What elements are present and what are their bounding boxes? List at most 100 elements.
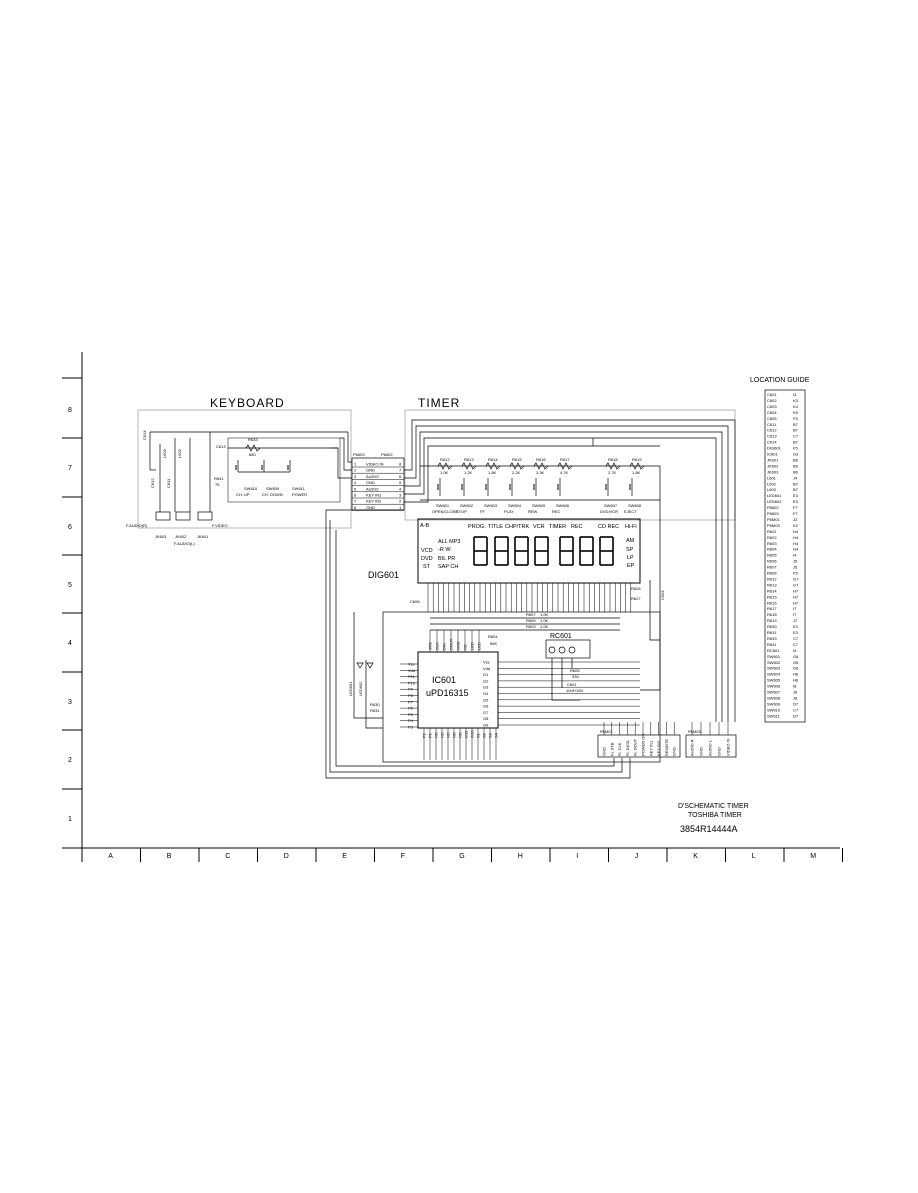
timer-resistor-ref: R616 xyxy=(536,457,546,462)
location-entry-ref: SW602 xyxy=(767,660,781,665)
location-entry-ref: SW609 xyxy=(767,701,781,706)
ic-left-pin-label: Vdd xyxy=(408,668,415,673)
l603-label: L603 xyxy=(162,448,167,458)
conn-pin-num-right: 7 xyxy=(399,468,402,473)
location-entry-grid: J5 xyxy=(793,565,798,570)
timer-resistor-ref: R618 xyxy=(608,457,618,462)
conn-pin-num-left: 1 xyxy=(354,462,357,467)
location-entry-grid: H4 xyxy=(793,541,799,546)
location-guide-title: LOCATION GUIDE xyxy=(750,377,810,384)
location-entry-grid: H4 xyxy=(793,535,799,540)
ic-top-pin-label: LED xyxy=(477,642,482,650)
p6m03-pin-label: AUDIO R xyxy=(690,739,695,756)
location-entry-ref: C613 xyxy=(767,434,777,439)
ic-left-pin-label: P4 xyxy=(408,718,414,723)
conn-pin-name: GND xyxy=(366,505,375,510)
timer-resistor-r617 xyxy=(557,462,573,470)
timer-section-box xyxy=(404,409,736,521)
segment-digit xyxy=(534,536,549,566)
location-entry-grid: E3 xyxy=(793,624,799,629)
col-label-M: M xyxy=(810,853,816,860)
conn-pin-num-left: 8 xyxy=(354,505,357,510)
row-label-8: 8 xyxy=(68,407,72,414)
timer-switch-label: OPEN/CLOSE xyxy=(432,509,458,514)
location-entry-ref: R614 xyxy=(767,588,777,593)
r603-val: 1.0K xyxy=(540,624,549,629)
disp-lp: LP xyxy=(627,555,634,561)
led-group: LED601 LED602 R630 R631 xyxy=(348,612,383,729)
location-entry-ref: P6M03 xyxy=(767,523,780,528)
jack-label-audio-r: F.AUDIO(R) xyxy=(126,523,148,528)
location-entry-grid: I4 xyxy=(793,648,797,653)
r633-ref: R633 xyxy=(248,437,258,442)
ic-bottom-pin-label: NC xyxy=(452,732,457,738)
sw609-ref: SW609 xyxy=(266,486,280,491)
c601-val: 10uF/16V xyxy=(566,688,584,693)
timer-resistor-r612 xyxy=(437,462,453,470)
disp-prog: PROG. xyxy=(468,524,486,530)
row-label-5: 5 xyxy=(68,582,72,589)
location-entry-grid: G7 xyxy=(793,582,799,587)
timer-resistor-ref: R613 xyxy=(464,457,474,462)
location-entry-ref: R633 xyxy=(767,636,777,641)
ic-left-pin-label: Vss xyxy=(408,662,415,667)
col-label-I: I xyxy=(576,853,578,860)
r633-value: 680 xyxy=(249,452,256,457)
disp-st: ST xyxy=(423,564,431,570)
p6m01-pin-label: FL DATA xyxy=(625,740,630,756)
location-entry-ref: SW601 xyxy=(767,654,781,659)
timer-resistor-value: 2.2K xyxy=(512,470,521,475)
location-entry-ref: R605 xyxy=(767,553,777,558)
segment-digit xyxy=(599,536,614,566)
col-label-F: F xyxy=(401,853,405,860)
location-entry-ref: C604 xyxy=(767,410,777,415)
conn-pin-num-left: 2 xyxy=(354,468,357,473)
r609-ref: R609 xyxy=(526,618,536,623)
disp-sp: SP xyxy=(626,547,634,553)
location-entry-grid: D7 xyxy=(793,713,799,718)
location-entry-ref: LED602 xyxy=(767,499,782,504)
row-label-6: 6 xyxy=(68,524,72,531)
ic-right-pin-label: G8 xyxy=(483,716,489,721)
p6m01-pin-label: KEY IN2 xyxy=(656,740,661,756)
location-entry-grid: H4 xyxy=(793,529,799,534)
ic-top-pin-label: DOUT xyxy=(449,638,454,650)
location-entry-grid: I7 xyxy=(793,606,797,611)
keyboard-circuit: R633 680 SW610 CH. UP SW609 CH. DOWN SW6… xyxy=(126,430,348,546)
conn-pin-num-left: 4 xyxy=(354,480,357,485)
disp-vcr: VCR xyxy=(533,524,545,530)
ic-top-pin-label: DIN xyxy=(442,643,447,650)
p6m01-pin-label: FL STB xyxy=(609,742,614,756)
conn-pin-num-right: 6 xyxy=(399,474,402,479)
connector-ref-right: P6602 xyxy=(381,452,393,457)
disp-dvd: DVD xyxy=(421,556,433,562)
location-entry-ref: R612 xyxy=(767,576,777,581)
ic-bottom-pin-label: S1 xyxy=(476,732,481,738)
r605-ref: R605 xyxy=(570,668,580,673)
ic-bottom-pin-label: S4 xyxy=(494,732,499,738)
location-entry-grid: B7 xyxy=(793,487,799,492)
conn-pin-num-left: 6 xyxy=(354,493,357,498)
location-entry-ref: DIG601 xyxy=(767,446,782,451)
jk602-ref: JK602 xyxy=(175,534,187,539)
conn-pin-num-right: 2 xyxy=(399,499,402,504)
conn-pin-name: VIDEO IN xyxy=(366,462,384,467)
disp-cdrec: CD REC xyxy=(598,524,619,530)
col-label-A: A xyxy=(108,853,113,860)
sw610-label: CH. UP xyxy=(236,492,250,497)
segment-digit xyxy=(494,536,509,566)
ic-top-pin-label: NC xyxy=(463,644,468,650)
timer-resistor-r613 xyxy=(461,462,477,470)
ic-right-pin-label: G6 xyxy=(483,704,489,709)
ic-right-pin-label: G7 xyxy=(483,710,489,715)
ic-bottom-pin-label: P2 xyxy=(422,732,427,738)
location-entry-ref: R607 xyxy=(767,565,777,570)
ic-bottom-pin-label: S3 xyxy=(488,732,493,738)
resistor-bank: R607 1.0K R609 1.0K R603 1.0K xyxy=(430,612,620,631)
timer-resistor-value: 1.0K xyxy=(440,470,449,475)
timer-resistor-ref: R617 xyxy=(560,457,570,462)
timer-key-matrix: R6121.0KR6131.2KR6141.8KR6152.2KR6163.3K… xyxy=(420,457,660,514)
location-entry-ref: SW607 xyxy=(767,690,781,695)
